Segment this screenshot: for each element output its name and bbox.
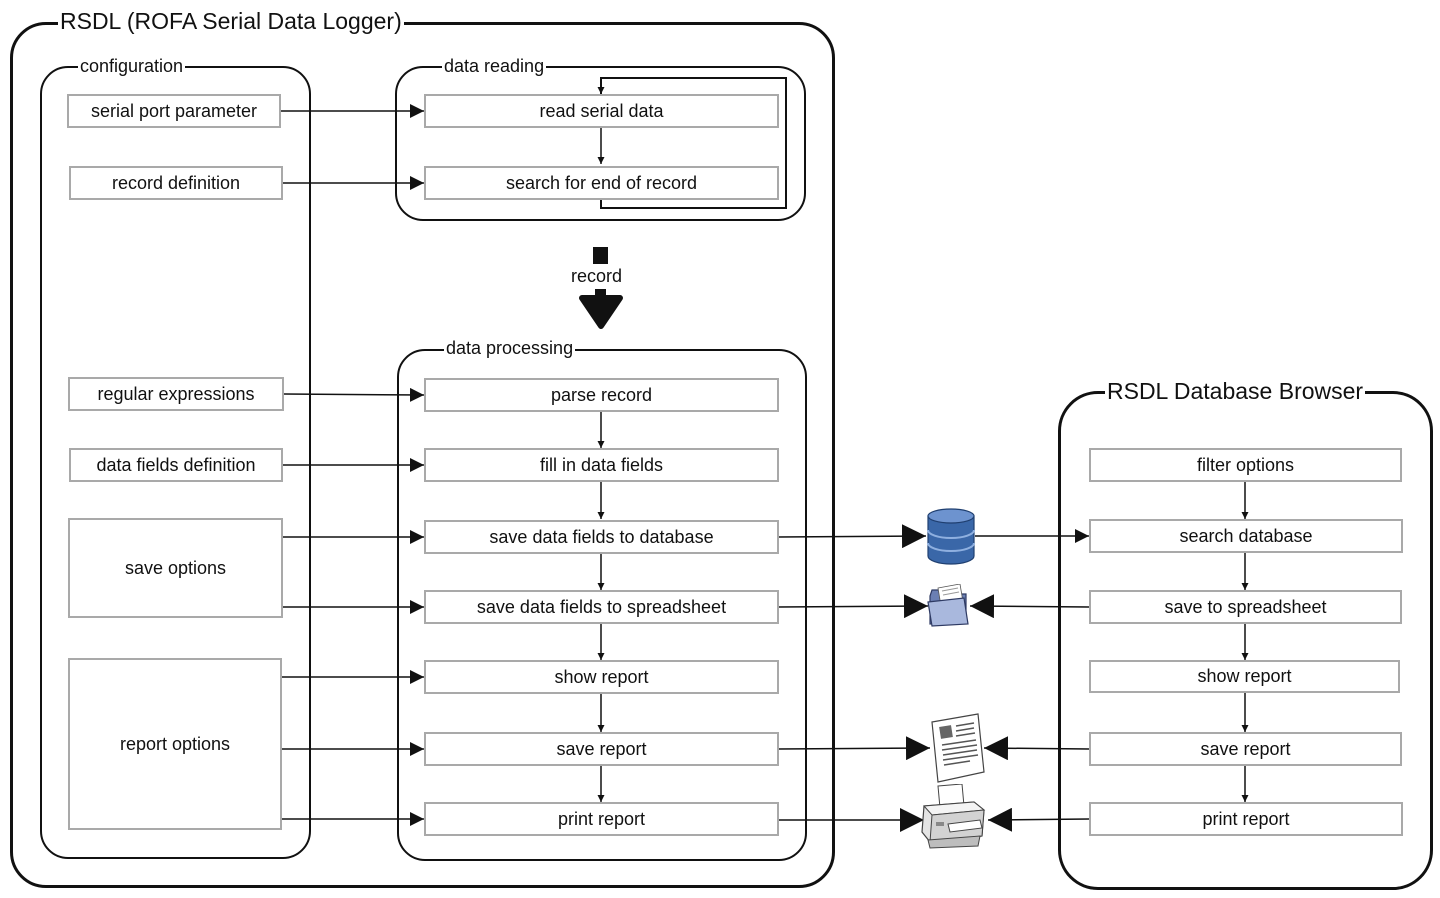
- data-processing-title: data processing: [444, 338, 576, 358]
- config-regular-expressions: regular expressions: [68, 377, 284, 411]
- logger-title: RSDL (ROFA Serial Data Logger): [58, 8, 404, 34]
- config-record-definition: record definition: [69, 166, 283, 200]
- data-processing-group: [397, 349, 807, 861]
- configuration-title: configuration: [78, 56, 186, 76]
- data-reading-group: [395, 66, 806, 221]
- arrow-processing-to-document: [777, 736, 931, 761]
- database-icon: [927, 508, 975, 565]
- browser-save-report: save report: [1089, 732, 1402, 766]
- arrow-browser-to-folder: [969, 594, 1090, 619]
- arrow-browser-to-document: [983, 736, 1090, 761]
- arrow-regex-to-parse: [283, 387, 425, 402]
- config-serial-port-parameter: serial port parameter: [67, 94, 281, 128]
- browser-show-report: show report: [1089, 660, 1400, 693]
- save-report-step: save report: [424, 732, 779, 766]
- search-end-of-record-step: search for end of record: [424, 166, 779, 200]
- record-flow-arrow: [579, 247, 623, 329]
- document-icon: [931, 713, 985, 783]
- logger-group: [10, 22, 835, 888]
- browser-search-database: search database: [1089, 519, 1403, 553]
- arrow-processing-to-folder: [777, 594, 929, 619]
- parse-record-step: parse record: [424, 378, 779, 412]
- show-report-step: show report: [424, 660, 779, 694]
- browser-title: RSDL Database Browser: [1105, 378, 1366, 404]
- browser-save-to-spreadsheet: save to spreadsheet: [1089, 590, 1402, 624]
- fill-data-fields-step: fill in data fields: [424, 448, 779, 482]
- browser-print-report: print report: [1089, 802, 1403, 836]
- save-to-spreadsheet-step: save data fields to spreadsheet: [424, 590, 779, 624]
- folder-icon: [927, 584, 969, 627]
- save-to-database-step: save data fields to database: [424, 520, 779, 554]
- config-report-options: report options: [68, 658, 282, 830]
- arrow-browser-to-printer: [987, 807, 1090, 832]
- arrow-processing-to-database: [777, 524, 927, 549]
- loop-arrow: [597, 77, 787, 209]
- browser-filter-options: filter options: [1089, 448, 1402, 482]
- config-save-options: save options: [68, 518, 283, 618]
- config-data-fields-definition: data fields definition: [69, 448, 283, 482]
- record-label: record: [569, 266, 625, 287]
- read-serial-data-step: read serial data: [424, 94, 779, 128]
- data-reading-title: data reading: [442, 56, 547, 76]
- print-report-step: print report: [424, 802, 779, 836]
- printer-icon: [921, 784, 986, 849]
